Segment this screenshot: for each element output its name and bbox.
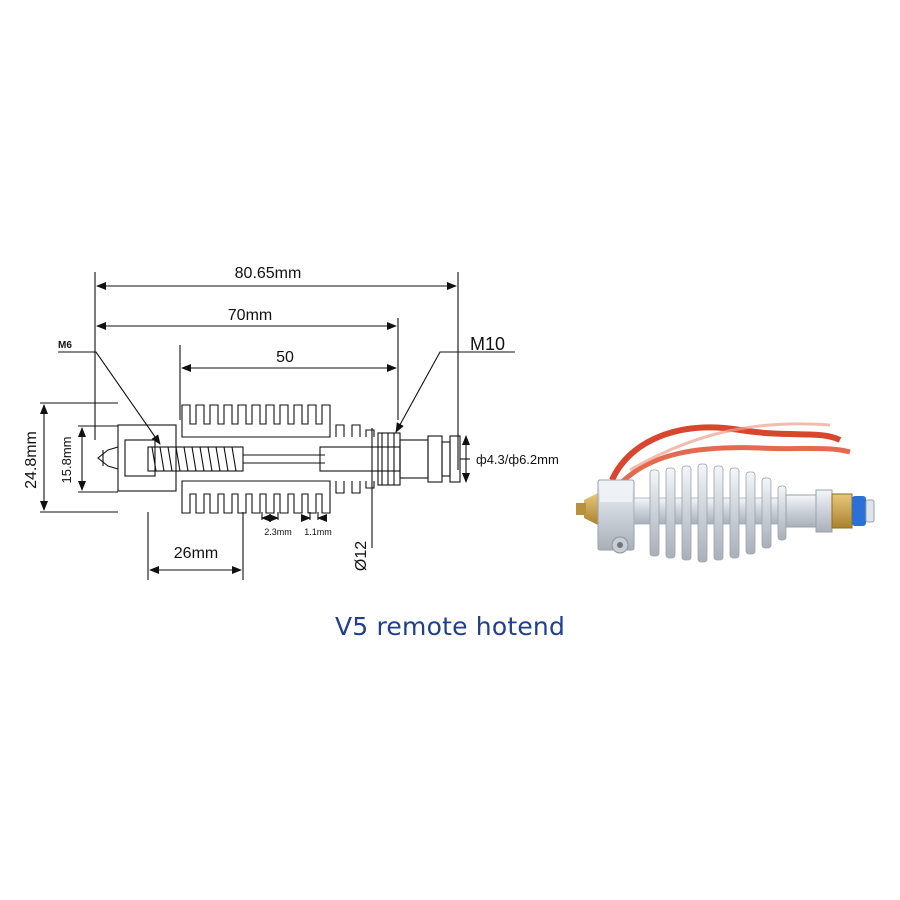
label-overall-length: 80.65mm	[235, 265, 302, 282]
label-nozzle-thread: M6	[58, 340, 72, 351]
technical-drawing	[40, 272, 470, 580]
label-diameter: Ø12	[353, 541, 370, 571]
dimension-arrows	[40, 282, 515, 574]
leader-m10	[395, 351, 515, 433]
label-fin-gap: 1.1mm	[304, 527, 332, 537]
product-caption: V5 remote hotend	[334, 612, 566, 641]
label-heatsink-length: 50	[276, 349, 294, 366]
label-block-inner: 15.8mm	[59, 437, 74, 484]
label-fin-thickness: 2.3mm	[264, 527, 292, 537]
leader-m6	[58, 351, 161, 445]
label-body-length: 70mm	[228, 307, 272, 324]
dimension-labels: 80.65mm 70mm 50 M6 M10 24.8mm 15.8mm 26m…	[23, 265, 559, 571]
label-top-thread: M10	[470, 334, 505, 354]
label-bore: ф4.3/ф6.2mm	[476, 452, 559, 467]
label-block-height: 24.8mm	[23, 431, 40, 489]
label-block-to-fins: 26mm	[174, 545, 218, 562]
hotend-photo-icon	[576, 422, 875, 563]
